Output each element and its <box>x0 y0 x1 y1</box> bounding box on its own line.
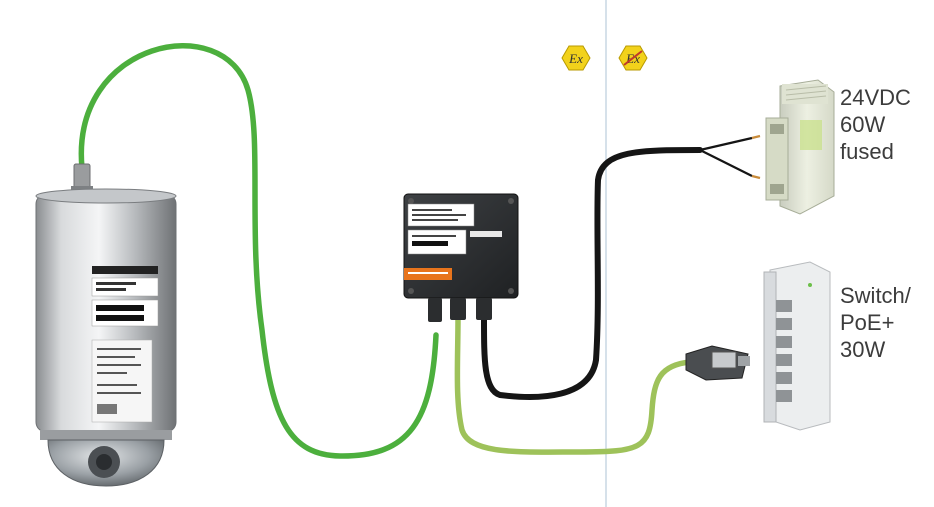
switch-poe: PoE+ <box>840 310 895 335</box>
switch-power: 30W <box>840 337 886 362</box>
switch-name: Switch/ <box>840 283 911 308</box>
psu-fused: fused <box>840 139 894 164</box>
power-wire-lower <box>699 149 753 177</box>
ethernet-cable <box>78 43 439 459</box>
field-cable <box>454 315 693 455</box>
camera <box>35 163 177 487</box>
poe-switch <box>763 261 831 431</box>
psu-voltage: 24VDC <box>840 85 911 110</box>
power-supply <box>765 79 835 215</box>
psu-power: 60W <box>840 112 886 137</box>
hexagon-icon <box>561 45 591 71</box>
ex-hazardous-badge: Ex <box>561 45 591 71</box>
rj45-connector <box>685 345 750 381</box>
strike-through-icon <box>623 50 643 66</box>
power-cable <box>481 147 703 400</box>
junction-box <box>403 193 519 322</box>
ex-hazardous-label: Ex <box>569 51 583 66</box>
psu-label: 24VDC 60W fused <box>840 84 911 165</box>
power-wire-upper <box>699 136 753 152</box>
ex-safe-badge: Ex <box>618 45 648 71</box>
switch-label: Switch/ PoE+ 30W <box>840 282 911 363</box>
